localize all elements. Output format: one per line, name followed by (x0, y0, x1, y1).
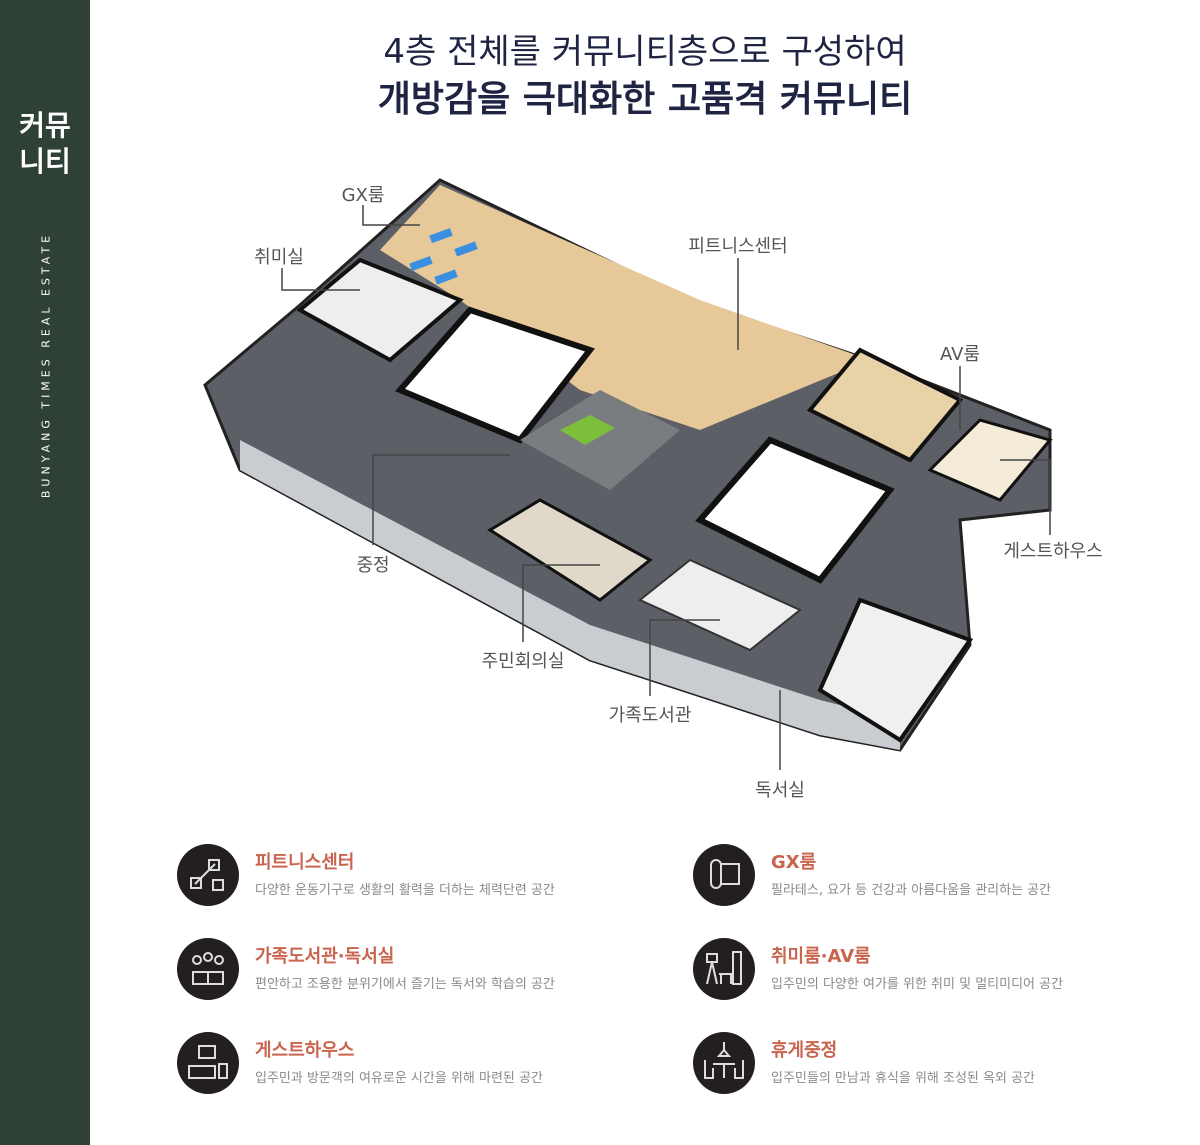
gx-mat (429, 228, 453, 244)
leader-line-hobby (281, 268, 360, 291)
feature-desc: 다양한 운동기구로 생활의 활력을 더하는 체력단련 공간 (255, 883, 555, 898)
gx-mat (434, 269, 458, 285)
feature-desc: 입주민의 다양한 여가를 위한 취미 및 멀티미디어 공간 (771, 977, 1064, 992)
feature-desc: 편안하고 조용한 분위기에서 즐기는 독서와 학습의 공간 (255, 977, 555, 992)
courtyard-garden (560, 415, 615, 445)
plan-label-hobby: 취미실 (254, 247, 304, 268)
plan-label-gx: GX룸 (341, 185, 385, 206)
leader-line-guest (1000, 459, 1051, 535)
feature-desc: 입주민과 방문객의 여유로운 시간을 위해 마련된 공간 (255, 1071, 543, 1086)
sidebar-title-line2: 니티 (19, 145, 71, 178)
feature-fitness: 피트니스센터 다양한 운동기구로 생활의 활력을 더하는 체력단련 공간 (177, 844, 647, 914)
headline-line2: 개방감을 극대화한 고품격 커뮤니티 (377, 79, 913, 120)
hobby-icon (693, 938, 755, 1000)
fitness-floor (380, 185, 870, 430)
feature-gx: GX룸 필라테스, 요가 등 건강과 아름다움을 관리하는 공간 (693, 844, 1163, 914)
guest-house (927, 418, 1053, 502)
feature-hobby-av: 취미룸·AV룸 입주민의 다양한 여가를 위한 취미 및 멀티미디어 공간 (693, 938, 1163, 1008)
feature-desc: 필라테스, 요가 등 건강과 아름다움을 관리하는 공간 (771, 883, 1052, 898)
headline-line1: 4층 전체를 커뮤니티층으로 구성하여 (383, 32, 907, 72)
gx-mat (409, 256, 433, 272)
feature-title: 게스트하우스 (255, 1040, 355, 1061)
reading-group-icon (177, 938, 239, 1000)
sidebar-title-line1: 커뮤 (19, 109, 71, 142)
leader-line-library (649, 619, 720, 696)
plan-label-av: AV룸 (939, 344, 981, 365)
floor-plan-illustration (203, 178, 1053, 770)
yoga-mat-icon (693, 844, 755, 906)
library (638, 558, 802, 652)
feature-title: 가족도서관·독서실 (255, 946, 395, 967)
leader-lines (281, 205, 1051, 770)
plan-label-reading: 독서실 (755, 780, 805, 801)
meeting-room (487, 498, 653, 602)
lounge-table-icon (693, 1032, 755, 1094)
plan-label-guest: 게스트하우스 (1003, 541, 1103, 562)
feature-desc: 입주민들의 만남과 휴식을 위해 조성된 옥외 공간 (771, 1071, 1035, 1086)
feature-title: 취미룸·AV룸 (771, 946, 871, 967)
plan-label-courtyard: 중정 (356, 555, 390, 576)
feature-title: GX룸 (771, 852, 817, 873)
bed-icon (177, 1032, 239, 1094)
plan-label-meeting: 주민회의실 (481, 651, 565, 672)
feature-title: 휴게중정 (771, 1040, 838, 1061)
plan-label-library: 가족도서관 (608, 705, 692, 726)
reading-room (817, 597, 974, 743)
sidebar: 커뮤 니티 BUNYANG TIMES REAL ESTATE (0, 0, 90, 1145)
hobby-room (296, 257, 464, 363)
leader-line-meeting (522, 564, 600, 642)
gx-mat (454, 241, 478, 257)
feature-guest: 게스트하우스 입주민과 방문객의 여유로운 시간을 위해 마련된 공간 (177, 1032, 647, 1102)
gx-mats (409, 228, 478, 285)
feature-title: 피트니스센터 (255, 852, 355, 873)
feature-library: 가족도서관·독서실 편안하고 조용한 분위기에서 즐기는 독서와 학습의 공간 (177, 938, 647, 1008)
core-block-right (695, 436, 895, 584)
leader-line-courtyard (372, 454, 510, 545)
courtyard (520, 390, 680, 490)
leader-line-gx (362, 205, 420, 226)
dumbbell-icon (177, 844, 239, 906)
sidebar-title: 커뮤 니티 (0, 108, 90, 180)
glass-facade (240, 440, 900, 750)
feature-courtyard-lounge: 휴게중정 입주민들의 만남과 휴식을 위해 조성된 옥외 공간 (693, 1032, 1163, 1102)
core-block-left (394, 306, 595, 444)
plan-label-fitness: 피트니스센터 (688, 236, 788, 257)
